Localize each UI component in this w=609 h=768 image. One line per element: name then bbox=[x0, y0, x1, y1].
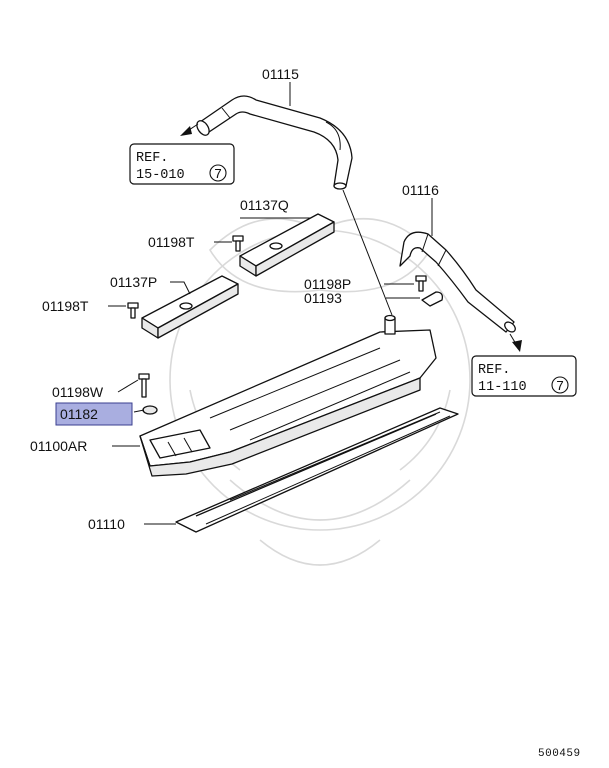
leader-lines bbox=[108, 82, 433, 525]
label-01193[interactable]: 01193 bbox=[304, 290, 342, 306]
bolt-01198T-lower bbox=[127, 302, 139, 319]
diagram-code: 500459 bbox=[538, 748, 581, 760]
label-01198T-upper[interactable]: 01198T bbox=[148, 234, 195, 250]
ref-left-code: 15-010 bbox=[136, 168, 185, 183]
label-01110[interactable]: 01110 bbox=[88, 516, 125, 532]
label-01100AR[interactable]: 01100AR bbox=[30, 438, 87, 454]
bolt-01198W bbox=[138, 373, 150, 398]
ref-right-code: 11-110 bbox=[478, 380, 527, 395]
clip-01193 bbox=[421, 291, 444, 307]
rocker-cover-01100AR bbox=[139, 314, 437, 477]
ref-left-title: REF. bbox=[136, 151, 168, 166]
ref-box-left[interactable]: REF. 15-010 7 bbox=[129, 143, 235, 185]
cover-plate-01137P bbox=[141, 275, 239, 339]
gasket-01110 bbox=[175, 407, 459, 533]
label-01198T-lower[interactable]: 01198T bbox=[42, 298, 89, 314]
hose-01116 bbox=[399, 231, 516, 333]
label-01137P[interactable]: 01137P bbox=[110, 274, 157, 290]
label-01198P[interactable]: 01198P bbox=[304, 276, 351, 292]
bolt-01198T-upper bbox=[232, 235, 244, 252]
label-01198W[interactable]: 01198W bbox=[52, 384, 104, 400]
hose-01115 bbox=[196, 95, 353, 190]
arrow-to-ref-left bbox=[180, 123, 199, 136]
leader-hose-to-nipple bbox=[342, 189, 393, 316]
highlight-box-01182 bbox=[55, 402, 133, 426]
ref-right-title: REF. bbox=[478, 363, 510, 378]
label-01182[interactable]: 01182 bbox=[60, 406, 98, 422]
label-01115[interactable]: 01115 bbox=[262, 66, 299, 82]
label-01116[interactable]: 01116 bbox=[402, 182, 439, 198]
cover-plate-01137Q bbox=[239, 213, 335, 277]
label-01137Q[interactable]: 01137Q bbox=[240, 197, 289, 213]
arrow-to-ref-right bbox=[509, 333, 522, 352]
seal-01182 bbox=[142, 405, 158, 415]
ref-box-right[interactable]: REF. 11-110 7 bbox=[471, 355, 577, 397]
bolt-01198P bbox=[415, 275, 427, 292]
ref-right-num: 7 bbox=[556, 380, 564, 395]
ref-left-num: 7 bbox=[214, 168, 222, 183]
